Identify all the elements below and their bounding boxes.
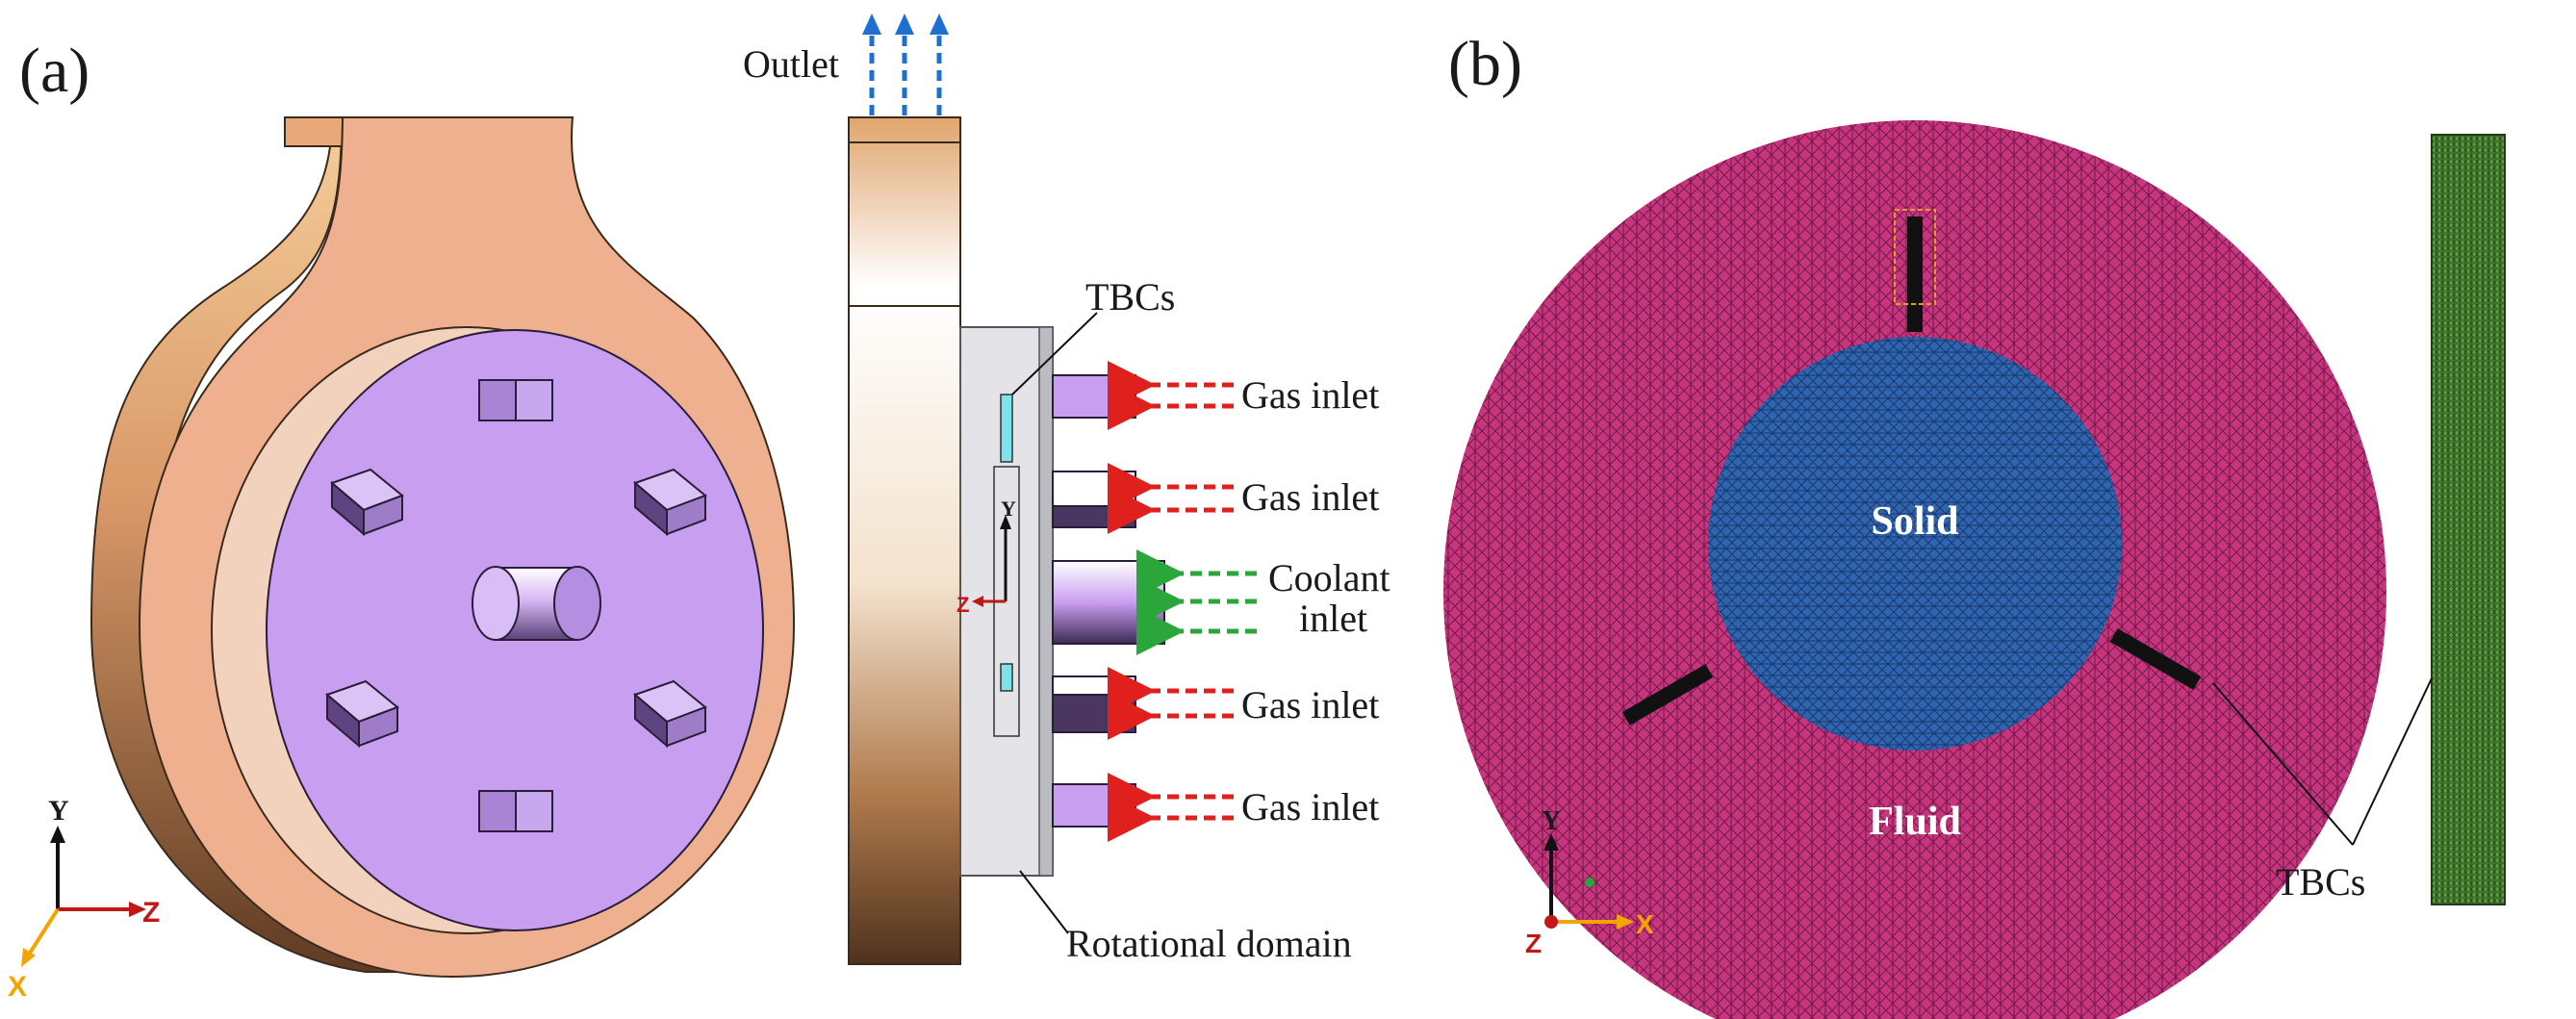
gas-inlet-arrows-2 — [1108, 463, 1234, 534]
cross-section-view: Outlet Y Z TBCs — [743, 13, 1390, 965]
tbcs-label-a: TBCs — [1085, 275, 1175, 318]
coolant-inlet-arrows — [1136, 549, 1257, 655]
gas-inlet-arrows-4 — [1108, 773, 1234, 842]
nozzle-block-upper-right — [633, 468, 707, 537]
gas-inlet-label-2: Gas inlet — [1241, 475, 1379, 519]
outlet-label: Outlet — [743, 42, 839, 86]
nozzle-block-upper-left — [330, 468, 404, 537]
panel-a-label: (a) — [19, 36, 89, 106]
nozzle-block-lower-left — [325, 679, 399, 749]
tbc-bar-top — [1907, 217, 1923, 332]
axis-b-y-label: Y — [1542, 806, 1561, 836]
axis-small-z-label: Z — [956, 593, 969, 617]
housing-column — [848, 116, 961, 965]
axis-triad-b: Y Z X — [1525, 806, 1654, 958]
tbc-bar-left — [1621, 664, 1714, 726]
gas-inlet-label-1: Gas inlet — [1241, 373, 1379, 417]
panel-b-label: (b) — [1448, 29, 1522, 99]
gas-inlet-stub-4 — [1052, 783, 1136, 828]
gas-inlet-stub-3 — [1052, 675, 1136, 733]
tbc-bar-right — [2109, 628, 2202, 690]
tbc-channel-upper — [1000, 394, 1013, 463]
housing-side-wall — [89, 116, 453, 973]
axis-3d-x-label: X — [8, 971, 27, 1003]
axis-triad-3d: Y Z X — [8, 795, 160, 1003]
gas-inlet-arrows-3 — [1108, 667, 1234, 740]
coolant-inlet-label-line1: Coolant — [1268, 556, 1390, 599]
fluid-label: Fluid — [1869, 800, 1961, 844]
tbcs-leader-b2 — [2352, 677, 2433, 846]
nozzle-block-bottom — [478, 790, 553, 832]
gas-inlet-arrows-1 — [1108, 361, 1234, 430]
gas-inlet-stub-2 — [1052, 471, 1136, 528]
rotational-domain-label: Rotational domain — [1066, 922, 1352, 965]
nozzle-block-top — [478, 379, 553, 421]
nozzle-block-lower-right — [633, 679, 707, 749]
gas-inlet-label-3: Gas inlet — [1241, 683, 1379, 726]
axis-small-y-label: Y — [1001, 497, 1016, 521]
gas-inlet-stub-1 — [1052, 374, 1136, 419]
tbc-channel-lower — [1000, 663, 1013, 692]
rotational-domain-leader — [1019, 870, 1069, 934]
axis-3d-z-label: Z — [142, 897, 160, 929]
mesh-view: Solid Fluid TBCs Y Z X — [1443, 120, 2506, 1019]
solid-label: Solid — [1871, 499, 1958, 544]
axis-b-x-label: X — [1636, 909, 1654, 939]
tbcs-leader-b1 — [2212, 682, 2354, 846]
axis-3d-y-label: Y — [48, 795, 69, 827]
housing-3d-view — [89, 116, 796, 979]
coolant-inlet-stub — [1052, 560, 1165, 645]
tbc-highlight-box — [1894, 209, 1936, 305]
coolant-inlet-label-line2: inlet — [1299, 597, 1367, 640]
shaft-boss — [472, 566, 601, 641]
tbcs-leader-line — [1011, 312, 1098, 395]
solid-domain-mesh — [1708, 337, 2122, 751]
housing-top-tab — [284, 116, 344, 147]
axis-b-z-label: Z — [1525, 929, 1542, 958]
tbc-mesh-closeup — [2431, 134, 2506, 905]
tbcs-label-b: TBCs — [2276, 860, 2365, 904]
gas-inlet-label-4: Gas inlet — [1241, 785, 1379, 828]
